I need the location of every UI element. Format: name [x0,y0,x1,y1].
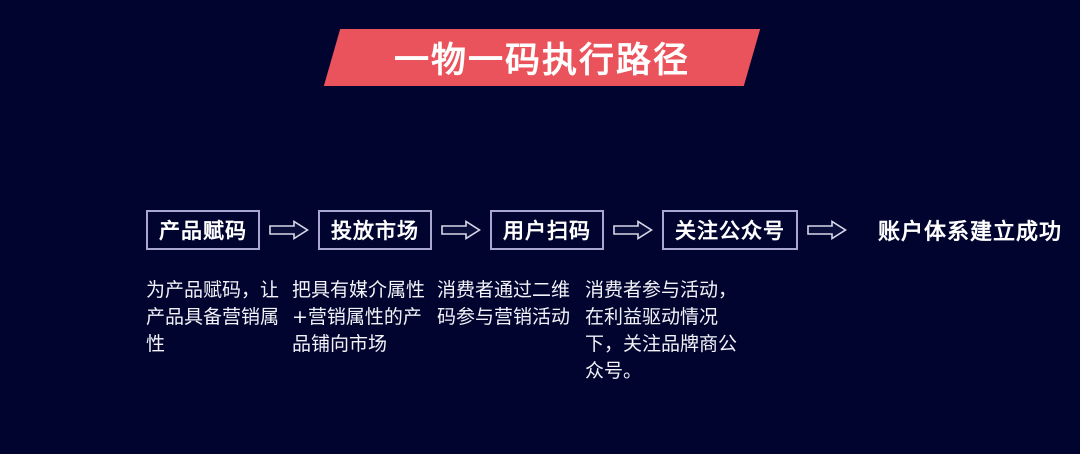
step-description-market-launch: 把具有媒介属性+营销属性的产品铺向市场 [292,279,426,355]
flow-step-label: 投放市场 [331,219,419,243]
page-title: 一物一码执行路径 [393,41,690,81]
step-description-product-coding: 为产品赋码，让产品具备营销属性 [146,279,280,355]
step-descriptions: 为产品赋码，让产品具备营销属性 把具有媒介属性+营销属性的产品铺向市场 消费者通… [146,277,745,385]
flow-step-product-coding[interactable]: 产品赋码 [146,210,260,250]
flow-step-label: 关注公众号 [675,219,785,243]
right-arrow-icon [268,219,310,241]
flow-step-user-scan[interactable]: 用户扫码 [490,210,604,250]
flow-step-market-launch[interactable]: 投放市场 [318,210,432,250]
process-flow: 产品赋码 投放市场 用户扫码 关注公众号 账户体系建立成功 [146,208,1062,252]
flow-step-label: 用户扫码 [503,219,591,243]
right-arrow-icon [612,219,654,241]
step-description-user-scan: 消费者通过二维码参与营销活动 [437,279,571,328]
flow-step-label: 账户体系建立成功 [878,220,1063,245]
step-description-follow-official-account: 消费者参与活动，在利益驱动情况下，关注品牌商公众号。 [585,279,738,382]
right-arrow-icon [806,219,848,241]
flow-step-account-system-success: 账户体系建立成功 [856,214,1062,246]
flow-step-follow-official-account[interactable]: 关注公众号 [662,210,798,250]
right-arrow-icon [440,219,482,241]
flow-step-label: 产品赋码 [159,219,247,243]
